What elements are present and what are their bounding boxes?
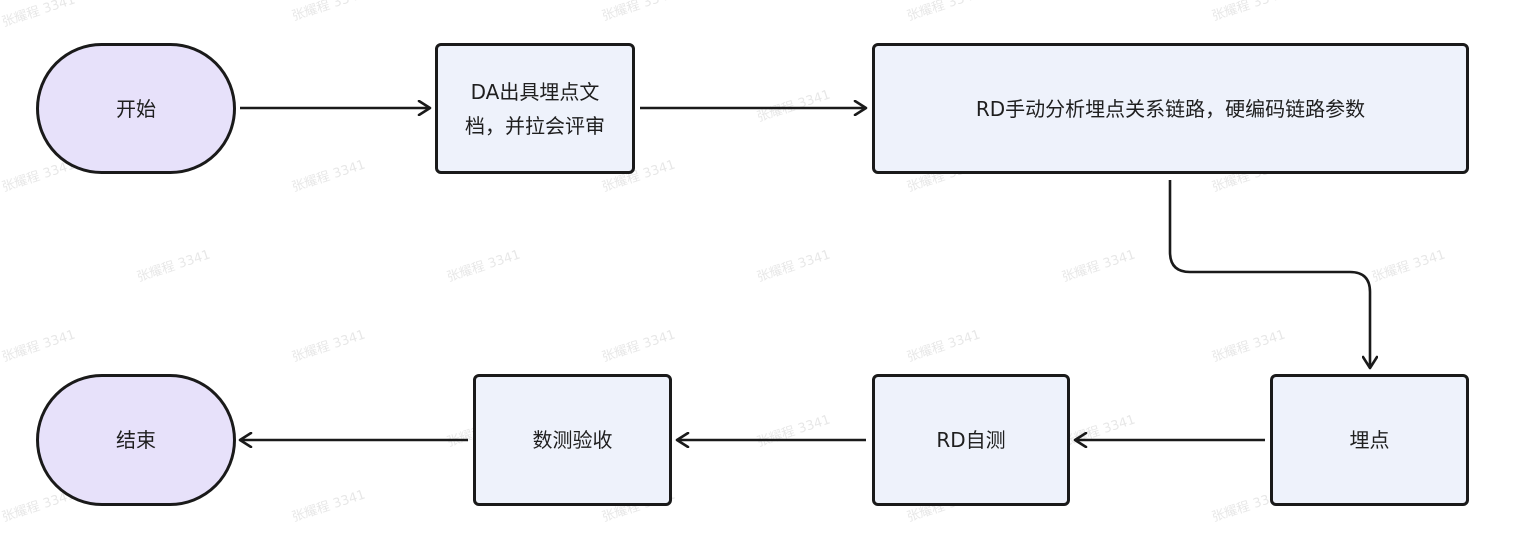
watermark-text: 张耀程 3341 [290,0,368,25]
watermark-text: 张耀程 3341 [755,412,833,451]
watermark-text: 张耀程 3341 [1210,0,1288,25]
watermark-text: 张耀程 3341 [290,327,368,366]
da-doc-label: DA出具埋点文档，并拉会评审 [465,79,605,138]
watermark-text: 张耀程 3341 [1370,247,1448,286]
watermark-text: 张耀程 3341 [445,247,523,286]
end-label: 结束 [116,428,156,452]
watermark-text: 张耀程 3341 [905,327,983,366]
watermark-text: 张耀程 3341 [905,0,983,25]
data-accept-node: 数测验收 [473,374,672,506]
edge-rd-analyze-to-track [1168,180,1370,368]
watermark-text: 张耀程 3341 [290,157,368,196]
rd-analyze-node: RD手动分析埋点关系链路，硬编码链路参数 [872,43,1469,174]
track-node: 埋点 [1270,374,1469,506]
watermark-text: 张耀程 3341 [290,487,368,526]
rd-selftest-label: RD自测 [936,428,1006,452]
rd-selftest-node: RD自测 [872,374,1070,506]
rd-analyze-label: RD手动分析埋点关系链路，硬编码链路参数 [975,96,1366,121]
watermark-text: 张耀程 3341 [1060,412,1138,451]
watermark-text: 张耀程 3341 [755,87,833,126]
watermark-text: 张耀程 3341 [600,327,678,366]
watermark-text: 张耀程 3341 [755,247,833,286]
da-doc-node: DA出具埋点文档，并拉会评审 [435,43,635,174]
watermark-text: 张耀程 3341 [1060,247,1138,286]
watermark-text: 张耀程 3341 [600,0,678,25]
watermark-text: 张耀程 3341 [0,0,78,31]
start-label: 开始 [116,96,156,121]
data-accept-label: 数测验收 [532,428,613,452]
watermark-text: 张耀程 3341 [1210,327,1288,366]
end-node: 结束 [36,374,236,506]
track-label: 埋点 [1349,428,1390,452]
watermark-text: 张耀程 3341 [135,247,213,286]
watermark-text: 张耀程 3341 [0,327,78,366]
start-node: 开始 [36,43,236,174]
